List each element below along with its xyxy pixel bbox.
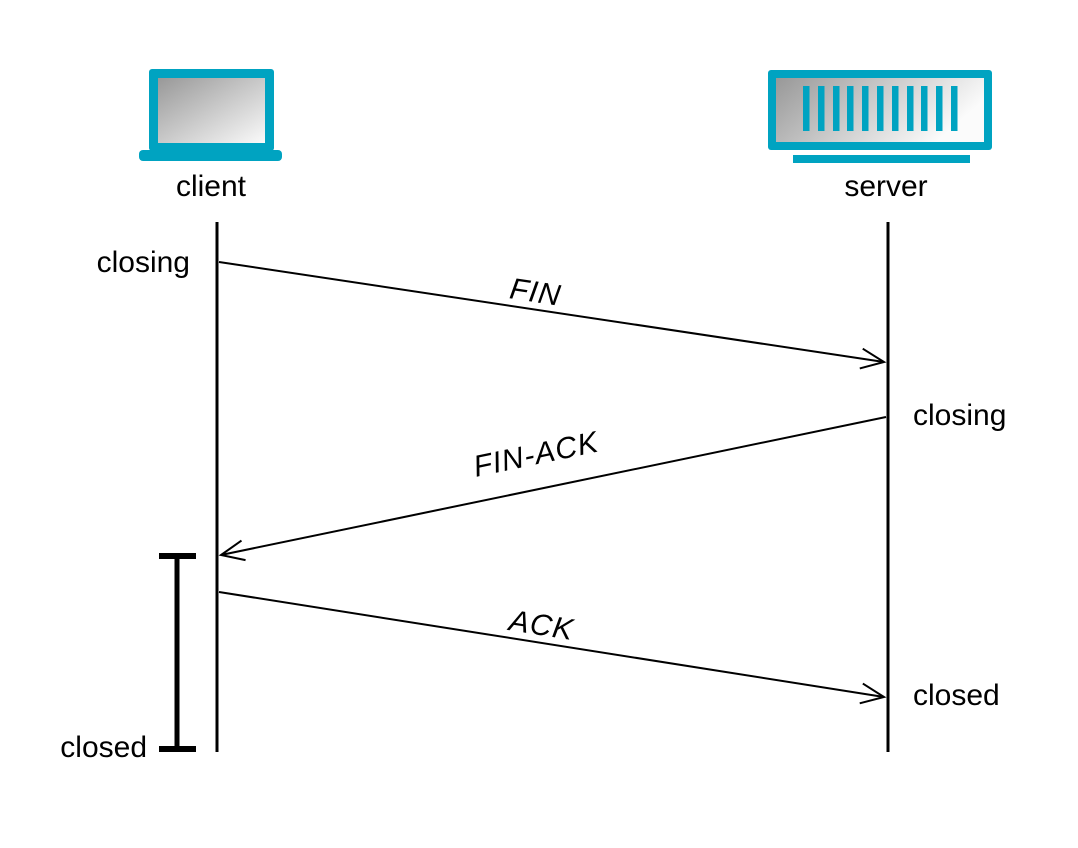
server-state-closing: closing: [913, 399, 1006, 432]
server-base-bar: [793, 155, 970, 163]
ack-arrow: [218, 591, 887, 705]
client-label: client: [176, 170, 247, 203]
fin-ack-message-label: FIN-ACK: [471, 425, 603, 483]
vent-bar: [847, 86, 854, 131]
ack-message-label: ACK: [505, 604, 577, 647]
laptop-icon: [139, 69, 282, 161]
vent-bar: [862, 86, 869, 131]
laptop-base: [139, 150, 282, 161]
vent-bar: [833, 86, 840, 131]
server-icon: [768, 70, 992, 163]
server-state-closed: closed: [913, 679, 1000, 712]
server-label: server: [844, 170, 927, 203]
vent-bar: [803, 86, 810, 131]
fin-message-label: FIN: [508, 272, 564, 312]
vent-bar: [877, 86, 884, 131]
client-state-closing: closing: [97, 246, 190, 279]
vent-bar: [951, 86, 958, 131]
fin-arrow: [218, 261, 887, 370]
vent-bar: [818, 86, 825, 131]
wait-interval-bar: [159, 553, 196, 752]
vent-bar: [892, 86, 899, 131]
fin-ack-arrow: [218, 416, 887, 562]
vent-bar: [936, 86, 943, 131]
client-state-closed: closed: [60, 731, 147, 764]
vent-bar: [921, 86, 928, 131]
vent-bar: [907, 86, 914, 131]
server-vent-bars: [803, 86, 958, 131]
laptop-screen: [158, 78, 265, 143]
